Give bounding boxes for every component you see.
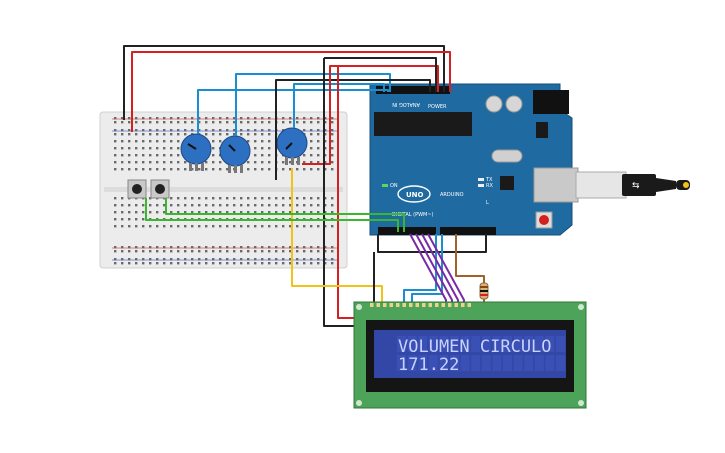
on-label: ON — [390, 183, 398, 189]
digital-header-left — [378, 227, 436, 235]
digital-label: DIGITAL (PWM~) — [392, 212, 434, 218]
tx-label: TX — [485, 177, 493, 183]
lcd-character-cells — [397, 336, 565, 371]
pushbutton-2[interactable] — [150, 179, 170, 199]
capacitor — [505, 95, 523, 113]
arduino-logo-icon — [397, 185, 431, 203]
wire-black — [324, 57, 437, 92]
wire-red — [302, 65, 439, 165]
usb-chip — [500, 176, 514, 190]
regulator — [536, 122, 548, 138]
wire-blue — [403, 234, 437, 305]
tx-led — [478, 178, 484, 181]
usb-port — [533, 167, 579, 203]
reset-button-cap[interactable] — [539, 215, 549, 225]
lcd-module[interactable]: VOLUMEN CIRCULO 171.22 — [353, 301, 587, 409]
crystal — [491, 149, 523, 163]
analog-label: ANALOG IN — [392, 101, 420, 107]
wire-black — [123, 45, 445, 120]
wire-black — [275, 79, 431, 180]
wire-green — [165, 198, 405, 232]
wire-blue — [411, 234, 443, 305]
power-analog-header — [376, 86, 450, 94]
power-jack — [533, 90, 569, 114]
wire-blue — [235, 73, 391, 136]
lcd-line-2: 171.22 — [398, 355, 459, 375]
pushbutton-1[interactable] — [127, 179, 147, 199]
rx-label: RX — [486, 183, 493, 189]
usb-symbol-icon: ⇆ — [632, 181, 640, 191]
wire-red — [131, 51, 451, 132]
usb-cable[interactable]: ⇆ — [575, 171, 690, 199]
digital-header-right — [440, 227, 496, 235]
on-led — [382, 184, 388, 187]
resistor[interactable] — [479, 282, 489, 300]
l-label: L — [486, 200, 489, 206]
arduino-brand: ARDUINO — [440, 192, 464, 198]
wire-black — [323, 58, 358, 327]
arduino-model: UNO — [406, 191, 424, 199]
wire-brown — [455, 234, 485, 284]
wire-green — [145, 198, 399, 232]
rx-led — [478, 184, 484, 187]
wire-yellow — [291, 168, 383, 305]
power-label: POWER — [428, 104, 447, 110]
lcd-pins — [370, 303, 471, 307]
potentiometer-1[interactable] — [180, 133, 212, 171]
atmega-chip — [374, 112, 472, 136]
capacitor — [485, 95, 503, 113]
arduino-uno-board[interactable]: UNO ARDUINO DIGITAL (PWM~) ANALOG IN POW… — [369, 83, 579, 236]
lcd-line-1: VOLUMEN CIRCULO — [398, 337, 552, 357]
